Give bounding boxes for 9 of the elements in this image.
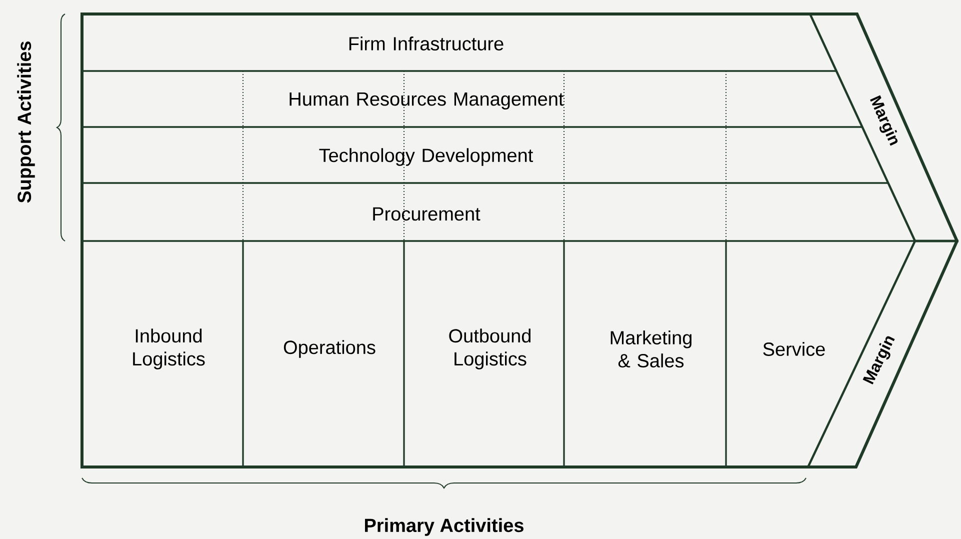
activity-band: Procurement (81, 182, 916, 242)
side-label: Support Activities (17, 42, 35, 203)
side-label: Primary Activities (365, 518, 524, 536)
activity-cell: Outbound Logistics (403, 240, 565, 468)
activity-cell: Inbound Logistics (81, 240, 244, 468)
activity-cell: Marketing & Sales (563, 240, 727, 468)
activity-band: Human Resources Management (81, 70, 864, 128)
node-label: Firm Infrastructure (349, 36, 504, 50)
activity-cell: Operations (242, 240, 405, 468)
